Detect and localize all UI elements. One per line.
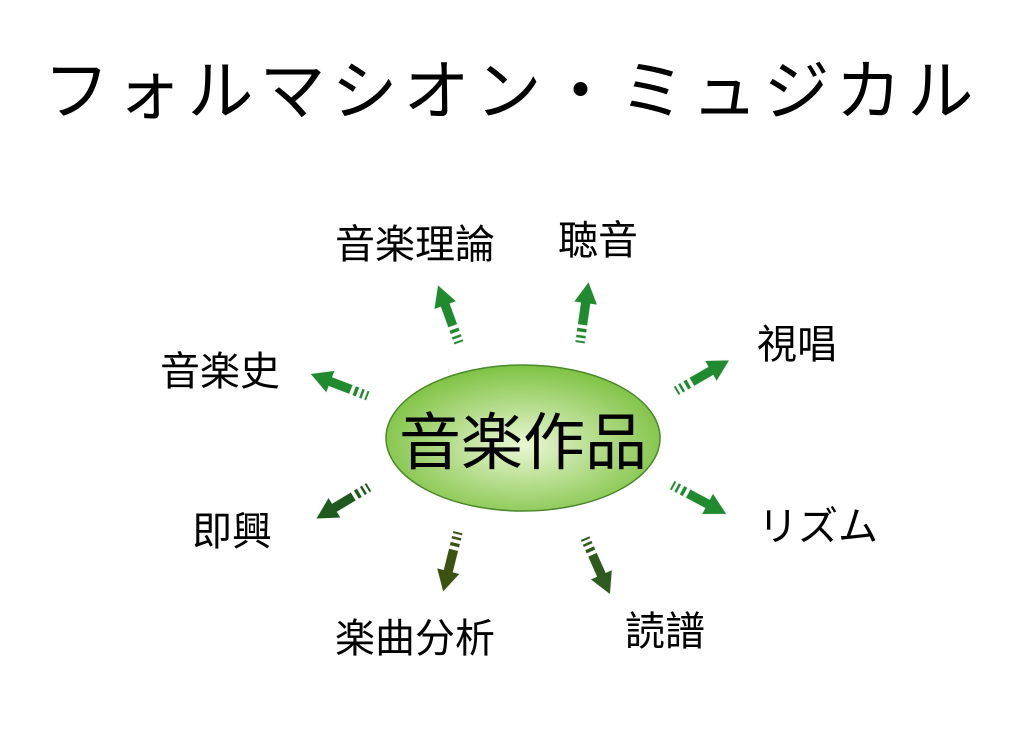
arrow-tail-stripe bbox=[358, 388, 366, 400]
arrow-head bbox=[315, 491, 357, 520]
node-label-improvisation: 即興 bbox=[192, 509, 272, 555]
arrow-tail-stripe bbox=[673, 385, 682, 396]
arrow-tail-stripe bbox=[453, 338, 465, 346]
arrow-tail-stripe bbox=[575, 334, 587, 340]
node-label-ear-training: 聴音 bbox=[558, 218, 638, 264]
arrow-tail-stripe bbox=[452, 530, 464, 536]
arrow-sight-reading bbox=[580, 535, 613, 596]
center-ellipse bbox=[385, 364, 661, 512]
node-label-sight-reading: 読譜 bbox=[625, 609, 705, 655]
node-label-music-history: 音楽史 bbox=[160, 349, 280, 395]
arrow-rhythm bbox=[669, 480, 728, 515]
arrow-head bbox=[433, 283, 459, 329]
arrow-head bbox=[436, 547, 461, 593]
arrow-head bbox=[685, 488, 728, 515]
arrow-tail-stripe bbox=[677, 382, 686, 394]
arrow-tail-stripe bbox=[682, 378, 692, 391]
arrow-tail-stripe bbox=[584, 545, 597, 555]
arrow-head bbox=[688, 359, 731, 387]
arrow-tail-stripe bbox=[449, 541, 461, 549]
arrow-tail-stripe bbox=[673, 482, 682, 494]
arrow-tail-stripe bbox=[353, 487, 363, 500]
arrow-tail-stripe bbox=[363, 390, 371, 402]
center-label: 音楽作品 bbox=[399, 406, 647, 479]
arrow-tail-stripe bbox=[678, 485, 688, 497]
arrow-tail-stripe bbox=[582, 540, 594, 548]
node-label-rhythm: リズム bbox=[758, 504, 878, 550]
arrow-tail-stripe bbox=[450, 535, 463, 542]
arrow-tail-stripe bbox=[448, 326, 461, 335]
node-label-sight-singing: 視唱 bbox=[757, 322, 837, 368]
arrow-head bbox=[309, 369, 354, 395]
arrow-sight-singing bbox=[673, 359, 731, 396]
arrow-tail-stripe bbox=[451, 333, 463, 341]
arrow-music-theory bbox=[433, 283, 465, 346]
arrow-tail-stripe bbox=[363, 482, 372, 493]
arrow-improvisation bbox=[315, 482, 372, 520]
arrow-ear-training bbox=[572, 280, 599, 345]
arrow-tail-stripe bbox=[574, 339, 586, 345]
arrow-tail-stripe bbox=[359, 484, 368, 496]
arrow-head bbox=[587, 551, 613, 596]
arrow-tail-stripe bbox=[576, 327, 588, 334]
arrow-music-analysis bbox=[436, 530, 464, 593]
node-label-music-analysis: 楽曲分析 bbox=[335, 616, 495, 662]
arrow-tail-stripe bbox=[669, 480, 677, 491]
node-label-music-theory: 音楽理論 bbox=[335, 222, 495, 268]
arrow-tail-stripe bbox=[351, 385, 360, 398]
arrow-tail-stripe bbox=[580, 535, 591, 543]
arrow-music-history bbox=[309, 369, 371, 402]
arrow-head bbox=[572, 280, 599, 327]
page-title: フォルマシオン・ミュジカル bbox=[43, 53, 980, 130]
